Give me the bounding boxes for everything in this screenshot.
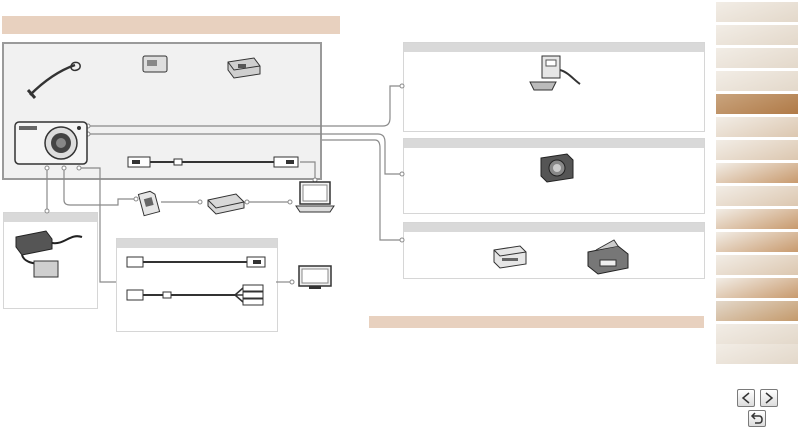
chapter-tab-10[interactable] (716, 209, 798, 229)
chapter-tab-6[interactable] (716, 117, 798, 137)
return-icon (750, 412, 763, 424)
next-page-button[interactable] (760, 389, 778, 407)
power-supply-box (3, 212, 98, 309)
next-page-icon (765, 392, 774, 404)
chapter-tab-7[interactable] (716, 140, 798, 160)
description-band (369, 316, 704, 328)
hdmi-cable-icon (126, 256, 266, 268)
tv-icon (298, 265, 332, 289)
chapter-tab-3[interactable] (716, 48, 798, 68)
chapter-tab-14[interactable] (716, 301, 798, 321)
chapter-tab-8[interactable] (716, 163, 798, 183)
chapter-tab-2[interactable] (716, 25, 798, 45)
prev-page-icon (741, 392, 750, 404)
chapter-tab-4[interactable] (716, 71, 798, 91)
chapter-tab-9[interactable] (716, 186, 798, 206)
chapter-tab-16[interactable] (716, 344, 798, 364)
card-reader-icon (207, 193, 245, 215)
return-button[interactable] (748, 410, 766, 427)
prev-page-button[interactable] (737, 389, 755, 407)
inkjet-printer-icon (587, 239, 629, 275)
chapter-tab-12[interactable] (716, 255, 798, 275)
laptop-icon (295, 181, 335, 213)
memory-card-icon (137, 190, 161, 217)
compact-printer-icon (493, 245, 527, 269)
printer-box (403, 222, 705, 279)
chapter-tab-1[interactable] (716, 2, 798, 22)
battery-charger-icon (227, 57, 261, 79)
chapter-tab-13[interactable] (716, 278, 798, 298)
waterproof-case-icon (540, 153, 574, 183)
camera-icon (14, 121, 88, 165)
chapter-tab-15[interactable] (716, 324, 798, 344)
wrist-strap-icon (26, 61, 81, 99)
usb-cable-icon (127, 156, 299, 168)
ac-adapter-kit-icon (15, 230, 83, 278)
flash-unit-icon (529, 55, 581, 91)
av-cable-icon (126, 284, 264, 306)
battery-pack-icon (142, 55, 168, 73)
chapter-tab-11[interactable] (716, 232, 798, 252)
chapter-tab-5[interactable] (716, 94, 798, 114)
title-band (2, 16, 340, 34)
